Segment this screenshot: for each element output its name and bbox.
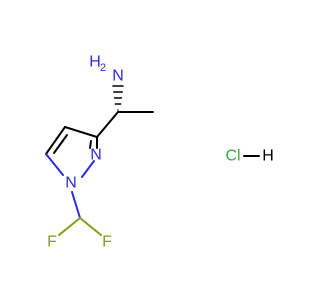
amine-n-label: N (112, 68, 124, 85)
bond-c3-c4 (64, 126, 98, 138)
ring-n2-label: N (90, 147, 102, 164)
hydrogen-label: H (262, 148, 274, 165)
fluorine-right-label: F (102, 234, 112, 251)
amine-h-label: H (89, 54, 101, 71)
bond-n1-chf2 (71, 191, 81, 219)
amine-h2-subscript: 2 (100, 62, 106, 74)
chlorine-label: Cl (225, 148, 240, 165)
hashed-stereo-bond (112, 85, 124, 111)
bond-n2-c3-inner (89, 140, 92, 149)
fluorine-left-label: F (47, 234, 57, 251)
molecule-diagram: H 2 N N N F F Cl H (45, 54, 274, 251)
bond-chiral-c3 (96, 111, 119, 138)
bond-c5-n1 (45, 153, 64, 176)
bond-c4-c5 (45, 126, 66, 155)
bond-n1-n2 (81, 160, 95, 178)
bond-c-f-left (58, 217, 81, 236)
bond-c4-c5-inner (53, 134, 68, 154)
ring-n1-label: N (65, 175, 77, 192)
bond-c-f-right (79, 217, 102, 236)
